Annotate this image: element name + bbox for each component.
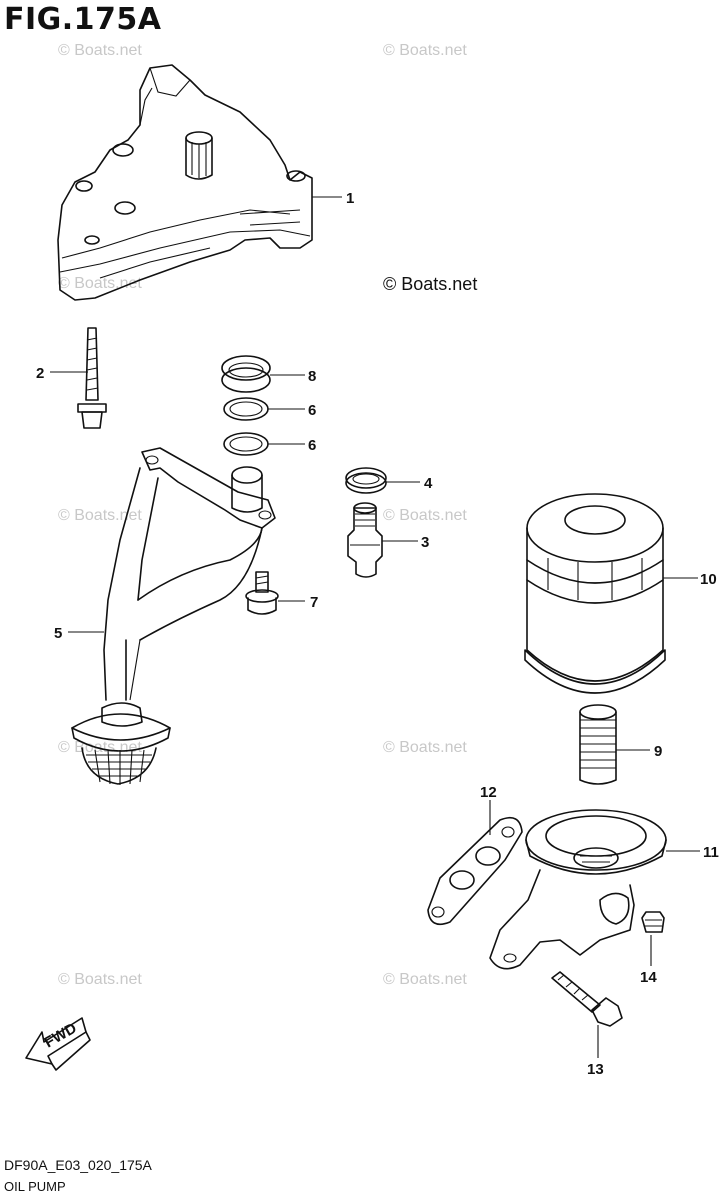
threaded-stud-9 [579,704,617,785]
callout-labels: 1 2 3 4 5 6 6 7 8 9 10 11 12 13 14 [36,190,719,1078]
bolt-2 [77,327,107,429]
callout-3: 3 [421,534,429,551]
callout-11: 11 [703,844,719,861]
o-ring-6a [223,397,269,421]
watermark: © Boats.net [383,739,467,756]
callout-8: 8 [308,368,316,385]
watermark: © Boats.net [383,507,467,524]
oil-filter-10 [524,493,666,694]
callout-4: 4 [424,475,433,492]
o-ring-6b [223,432,269,456]
callout-12: 12 [480,784,497,801]
callout-5: 5 [54,625,62,642]
callout-6a: 6 [308,402,316,419]
callout-6b: 6 [308,437,316,454]
oil-pump-body [57,64,313,301]
watermark: © Boats.net [58,507,142,524]
watermark: © Boats.net [58,42,142,59]
union-fitting-3 [347,502,383,578]
callout-1: 1 [346,190,354,207]
callout-7: 7 [310,594,318,611]
figure-title: FIG.175A [4,2,162,37]
watermark: © Boats.net [383,971,467,988]
watermark: © Boats.net [383,42,467,59]
gasket-12 [427,816,523,926]
callout-2: 2 [36,365,44,382]
watermark: © Boats.net [58,971,142,988]
oil-strainer-5 [71,447,276,785]
o-ring-8 [221,355,271,393]
filter-bracket-11 [489,809,667,970]
watermark: © Boats.net [58,739,142,756]
diagram-code: DF90A_E03_020_175A [4,1157,152,1173]
flange-bolt-7 [245,571,279,615]
bolt-13 [551,971,623,1027]
fwd-arrow: FWD [25,1017,91,1071]
callout-13: 13 [587,1061,604,1078]
plug-14 [641,911,665,933]
callout-10: 10 [700,571,717,588]
watermark-main: © Boats.net [383,274,477,294]
diagram-subtitle: OIL PUMP [4,1179,66,1194]
watermarks: © Boats.net © Boats.net © Boats.net © Bo… [58,42,477,988]
callout-9: 9 [654,743,662,760]
callout-14: 14 [640,969,657,986]
fwd-label: FWD [42,1020,80,1052]
washer-4 [345,467,387,494]
